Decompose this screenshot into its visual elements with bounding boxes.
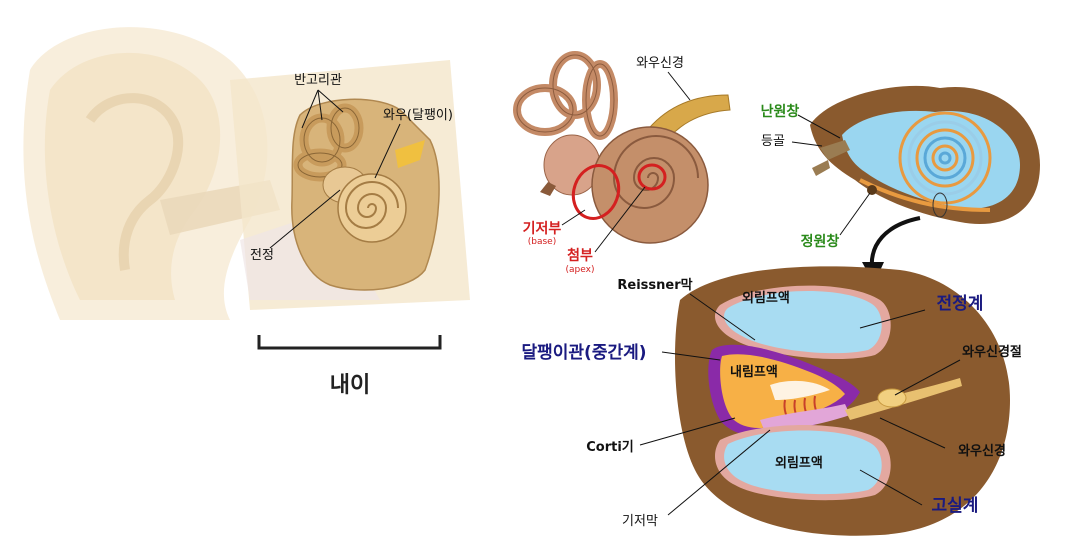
stapes-leader-line <box>791 141 823 147</box>
base-marker-circle <box>571 164 621 220</box>
label-basilar-membrane: 기저막 <box>622 514 658 529</box>
cochlea-leader-line <box>374 123 401 179</box>
label-apex: 첨부 <box>567 248 593 264</box>
base-leader-line <box>561 209 586 226</box>
label-round-window: 정원창 <box>801 233 840 250</box>
uncoiled-cochlea-illustration: 난원창 등골 정원창 <box>761 85 1040 284</box>
label-scala-tympani: 고실계 <box>932 496 979 516</box>
label-semicircular-canals: 반고리관 <box>294 73 342 88</box>
oval-window-leader-line <box>797 114 841 139</box>
basilar-membrane-leader-line <box>667 429 771 516</box>
label-cochlear-nerve-bottom: 와우신경 <box>958 443 1006 459</box>
cochlear-nerve-bottom-leader-line <box>879 417 946 449</box>
label-apex-en: (apex) <box>566 265 595 275</box>
scala-vestibuli-leader-line <box>859 309 926 329</box>
apex-leader-line <box>594 186 646 253</box>
label-spiral-ganglion: 와우신경절 <box>962 344 1022 360</box>
zoom-arrow <box>869 216 921 269</box>
label-cochlear-duct: 달팽이관(중간계) <box>521 342 646 363</box>
label-base-en: (base) <box>528 237 556 247</box>
label-oval-window: 난원창 <box>761 103 800 120</box>
cochlear-duct-leader-line <box>661 351 721 361</box>
label-endolymph: 내림프액 <box>730 364 778 380</box>
label-perilymph-top: 외림프액 <box>742 290 790 306</box>
label-organ-of-corti: Corti기 <box>586 440 634 455</box>
spiral-ganglion-leader-line <box>894 359 961 396</box>
cochlea-exterior-illustration: 와우신경 기저부 (base) 첨부 (apex) <box>513 51 731 275</box>
label-base: 기저부 <box>523 221 562 237</box>
cochlea-cross-section: 외림프액 Reissner막 전정계 달팽이관(중간계) 내림프액 와우신경절 … <box>521 266 1022 536</box>
label-cochlea: 와우(달팽이) <box>383 108 453 123</box>
label-inner-ear: 내이 <box>330 373 370 398</box>
ear-anatomy-illustration: 반고리관 와우(달팽이) 전정 내이 <box>23 27 470 398</box>
cochlear-nerve-leader-line <box>667 71 691 101</box>
semicircular-canals-leader-lines <box>301 89 344 129</box>
label-cochlear-nerve-top: 와우신경 <box>636 56 684 71</box>
round-window-leader-line <box>839 192 871 236</box>
label-vestibule: 전정 <box>250 248 274 263</box>
inner-ear-bracket <box>257 335 442 350</box>
label-perilymph-bottom: 외림프액 <box>775 455 823 471</box>
scala-tympani-leader-line <box>859 469 923 506</box>
label-reissner: Reissner막 <box>617 277 692 293</box>
organ-of-corti-leader-line <box>639 417 736 446</box>
apex-marker-circle <box>637 163 667 191</box>
label-scala-vestibuli: 전정계 <box>937 294 984 314</box>
reissner-leader-line <box>689 293 756 341</box>
vestibule-leader-line <box>269 189 341 249</box>
label-stapes: 등골 <box>761 134 785 149</box>
